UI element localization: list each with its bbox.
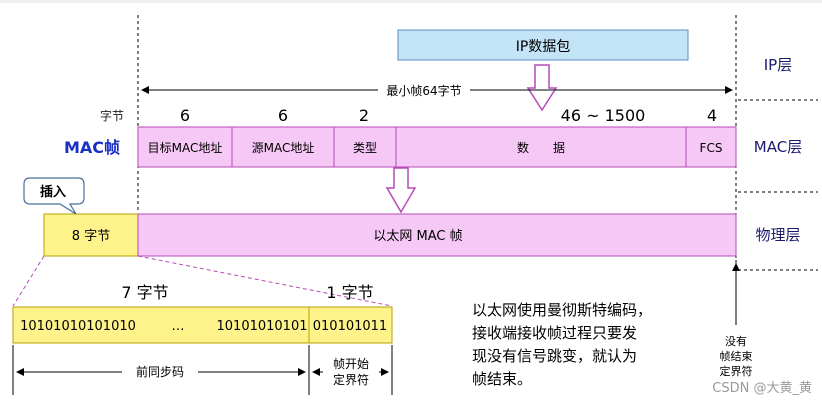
ethernet-frame-box <box>137 213 737 257</box>
preamble-bits-end: 10101010101 <box>217 319 308 334</box>
field-fcs <box>685 126 737 168</box>
field-dest-mac <box>137 126 233 168</box>
mac-to-physical-arrow <box>385 167 417 214</box>
ethernet-frame-label: 以太网 MAC 帧 <box>373 229 462 244</box>
note-line-3: 现没有信号跳变，就认为 <box>472 347 637 365</box>
layer-label-physical: 物理层 <box>755 226 800 244</box>
one-byte-label: 1 字节 <box>326 283 373 302</box>
expand-line-right <box>137 255 393 307</box>
field-size-dest: 6 <box>180 106 190 125</box>
note-line-2: 接收端接收帧过程只要发 <box>472 324 637 342</box>
sfd-bits: 010101011 <box>313 319 387 334</box>
preamble-label: 前同步码 <box>136 364 184 379</box>
preamble-ellipsis: … <box>172 319 185 334</box>
insert-callout <box>23 177 85 215</box>
preamble-box <box>43 213 139 257</box>
preamble-bits-start: 10101010101010 <box>20 319 136 334</box>
field-data <box>395 126 687 168</box>
sfd-label-bg <box>323 354 379 390</box>
sfd-label-2: 定界符 <box>333 372 369 387</box>
field-src-label: 源MAC地址 <box>252 141 315 155</box>
preamble-bits-box <box>12 306 310 344</box>
field-fcs-label: FCS <box>700 141 723 155</box>
ip-packet-label: IP数据包 <box>516 39 571 55</box>
seven-bytes-label: 7 字节 <box>121 283 168 302</box>
field-type <box>333 126 397 168</box>
ip-to-data-arrow <box>526 64 558 112</box>
field-data-label: 数 据 <box>517 140 565 155</box>
insert-label: 插入 <box>40 184 66 200</box>
no-end-line-3: 定界符 <box>720 364 753 378</box>
expand-line-left <box>12 255 45 307</box>
mac-frame-label: MAC帧 <box>64 138 120 157</box>
field-dest-label: 目标MAC地址 <box>148 141 223 155</box>
field-type-label: 类型 <box>353 141 377 155</box>
field-size-type: 2 <box>359 106 369 125</box>
layer-label-mac: MAC层 <box>754 138 802 156</box>
field-size-fcs: 4 <box>707 106 717 125</box>
min-frame-label: 最小帧64字节 <box>386 83 461 98</box>
field-size-src: 6 <box>278 106 288 125</box>
no-end-line-1: 没有 <box>725 334 747 348</box>
bytes-label: 字节 <box>100 108 124 123</box>
no-end-line-2: 帧结束 <box>720 349 753 363</box>
preamble-label-bg <box>122 362 198 380</box>
note-line-4: 帧结束。 <box>472 370 532 388</box>
watermark: CSDN @大黄_黄 <box>712 381 812 396</box>
sfd-label-1: 帧开始 <box>333 357 369 371</box>
sfd-bits-box <box>308 306 393 344</box>
note-line-1: 以太网使用曼彻斯特编码， <box>472 301 652 319</box>
field-src-mac <box>231 126 335 168</box>
preamble-bytes-label: 8 字节 <box>72 229 110 244</box>
layer-label-ip: IP层 <box>764 56 792 74</box>
min-frame-label-bg <box>378 80 470 98</box>
top-divider <box>0 0 822 3</box>
field-size-data: 46 ~ 1500 <box>561 106 646 125</box>
ip-packet-box <box>397 29 689 61</box>
